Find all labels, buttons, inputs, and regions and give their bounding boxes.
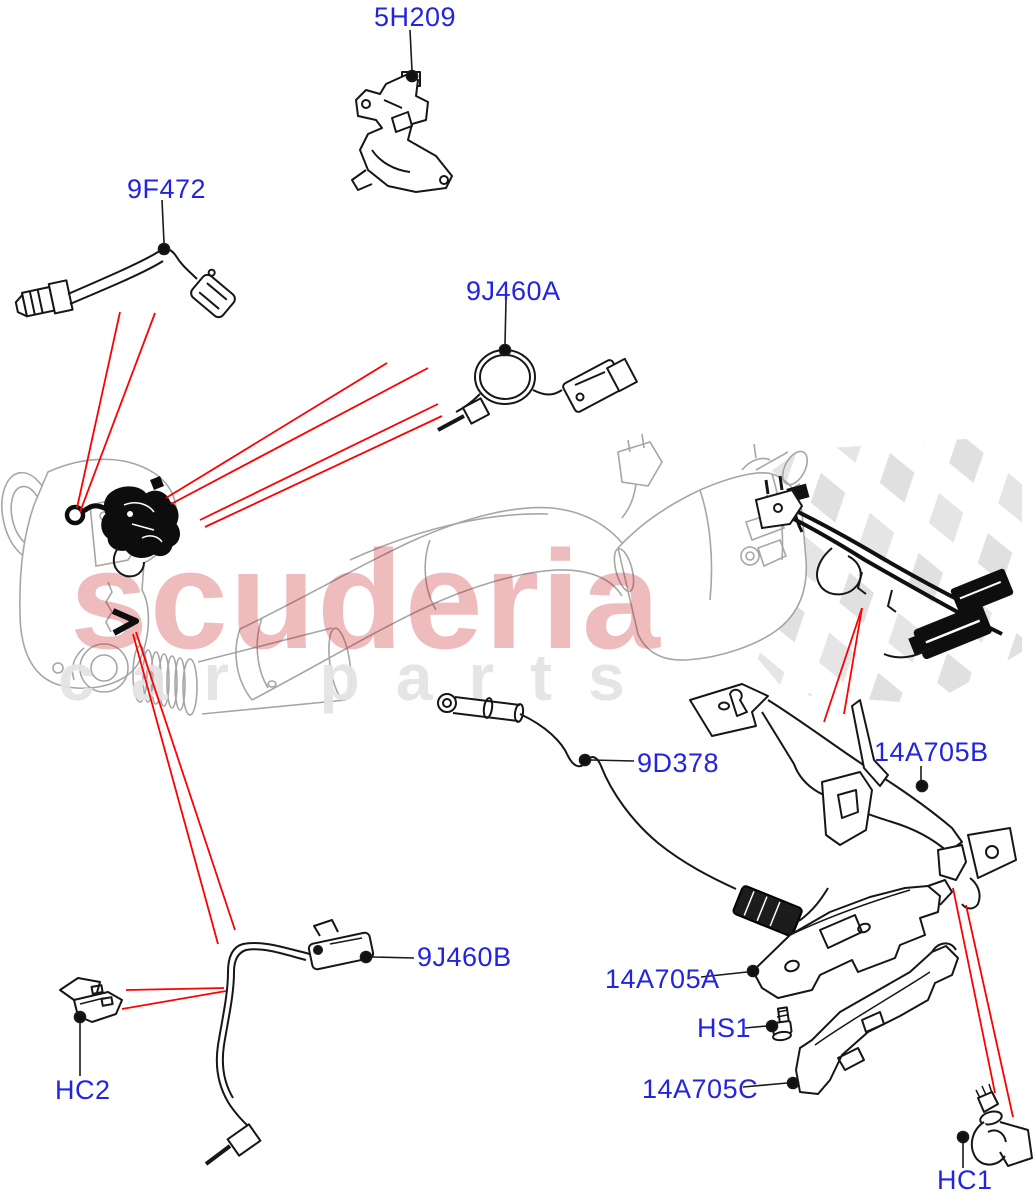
part-9d378-oxygen-sensor bbox=[437, 693, 829, 937]
part-14a705b-bracket bbox=[689, 683, 1017, 910]
part-label-14a705b[interactable]: 14A705B bbox=[874, 737, 989, 767]
part-hc2-clip bbox=[59, 977, 123, 1023]
part-label-9d378[interactable]: 9D378 bbox=[637, 748, 720, 778]
part-label-hc1[interactable]: HC1 bbox=[937, 1165, 993, 1195]
part-9j460a-temp-sensor bbox=[437, 349, 638, 432]
part-hs1-bolt bbox=[771, 1006, 793, 1042]
part-9j460b-temp-sensor bbox=[204, 919, 375, 1166]
part-label-9j460a[interactable]: 9J460A bbox=[466, 276, 561, 306]
leader-lines bbox=[73, 29, 970, 1168]
part-label-9j460b[interactable]: 9J460B bbox=[417, 942, 512, 972]
part-label-hc2[interactable]: HC2 bbox=[55, 1075, 111, 1105]
wiring-harness-right bbox=[754, 475, 1014, 660]
part-label-9f472[interactable]: 9F472 bbox=[127, 174, 207, 204]
part-label-14a705c[interactable]: 14A705C bbox=[642, 1074, 759, 1104]
part-14a705c-bracket bbox=[795, 942, 959, 1095]
part-5h209-bracket bbox=[351, 71, 453, 193]
watermark-secondary: car parts bbox=[58, 640, 661, 714]
part-9f472-oxygen-sensor bbox=[14, 248, 236, 319]
part-hc1-clip bbox=[970, 1083, 1033, 1167]
part-label-14a705a[interactable]: 14A705A bbox=[605, 964, 720, 994]
red-callout-lines bbox=[76, 311, 1014, 1118]
part-14a705a-bracket bbox=[752, 879, 953, 999]
part-label-5h209[interactable]: 5H209 bbox=[374, 2, 457, 32]
part-label-hs1[interactable]: HS1 bbox=[697, 1013, 752, 1043]
sensor-cluster-on-dpf bbox=[64, 476, 180, 636]
